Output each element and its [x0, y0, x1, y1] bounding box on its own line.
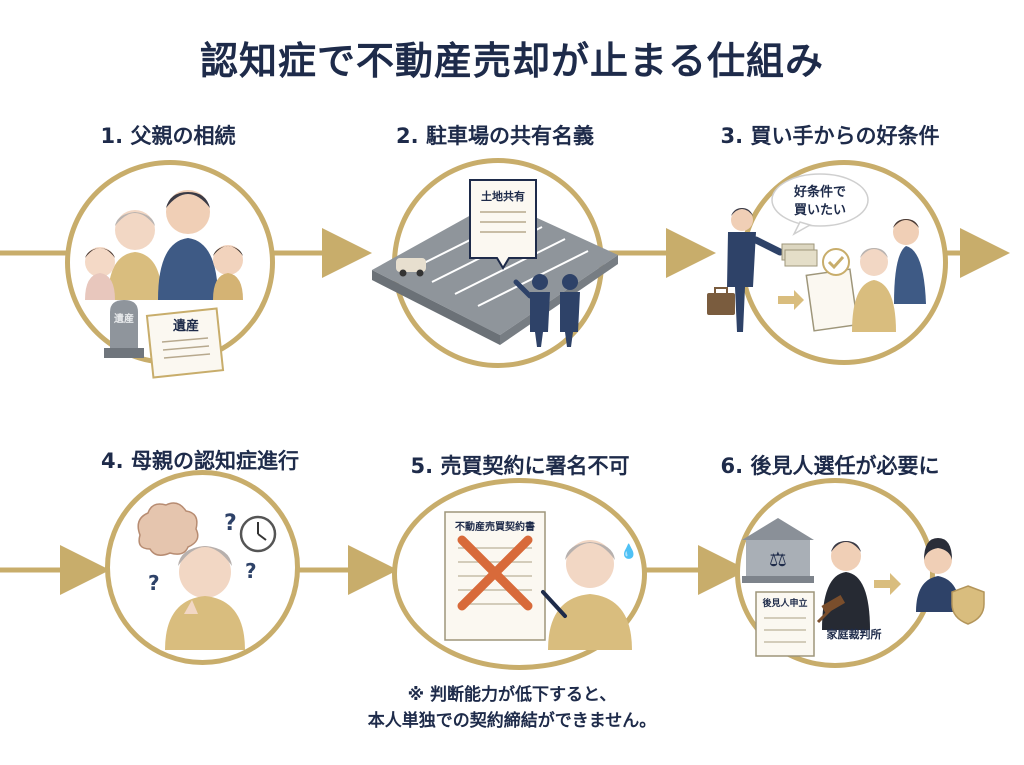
step6-label: 6. 後見人選任が必要に	[720, 454, 940, 478]
step6-circle	[735, 478, 935, 668]
step2-circle	[392, 158, 604, 368]
step3-label: 3. 買い手からの好条件	[720, 124, 940, 148]
step3-circle	[740, 160, 948, 365]
note-line1: ※ 判断能力が低下すると、	[407, 685, 617, 705]
step1-circle	[65, 160, 275, 365]
note-line2: 本人単独での契約締結ができません。	[367, 711, 657, 731]
step4-label: 4. 母親の認知症進行	[101, 449, 299, 473]
step2-label: 2. 駐車場の共有名義	[396, 124, 594, 148]
step1-label: 1. 父親の相続	[100, 124, 236, 148]
page-title: 認知症で不動産売却が止まる仕組み	[199, 39, 824, 83]
step5-label: 5. 売買契約に署名不可	[410, 454, 630, 478]
step4-circle	[105, 470, 300, 665]
step5-circle	[392, 478, 647, 670]
